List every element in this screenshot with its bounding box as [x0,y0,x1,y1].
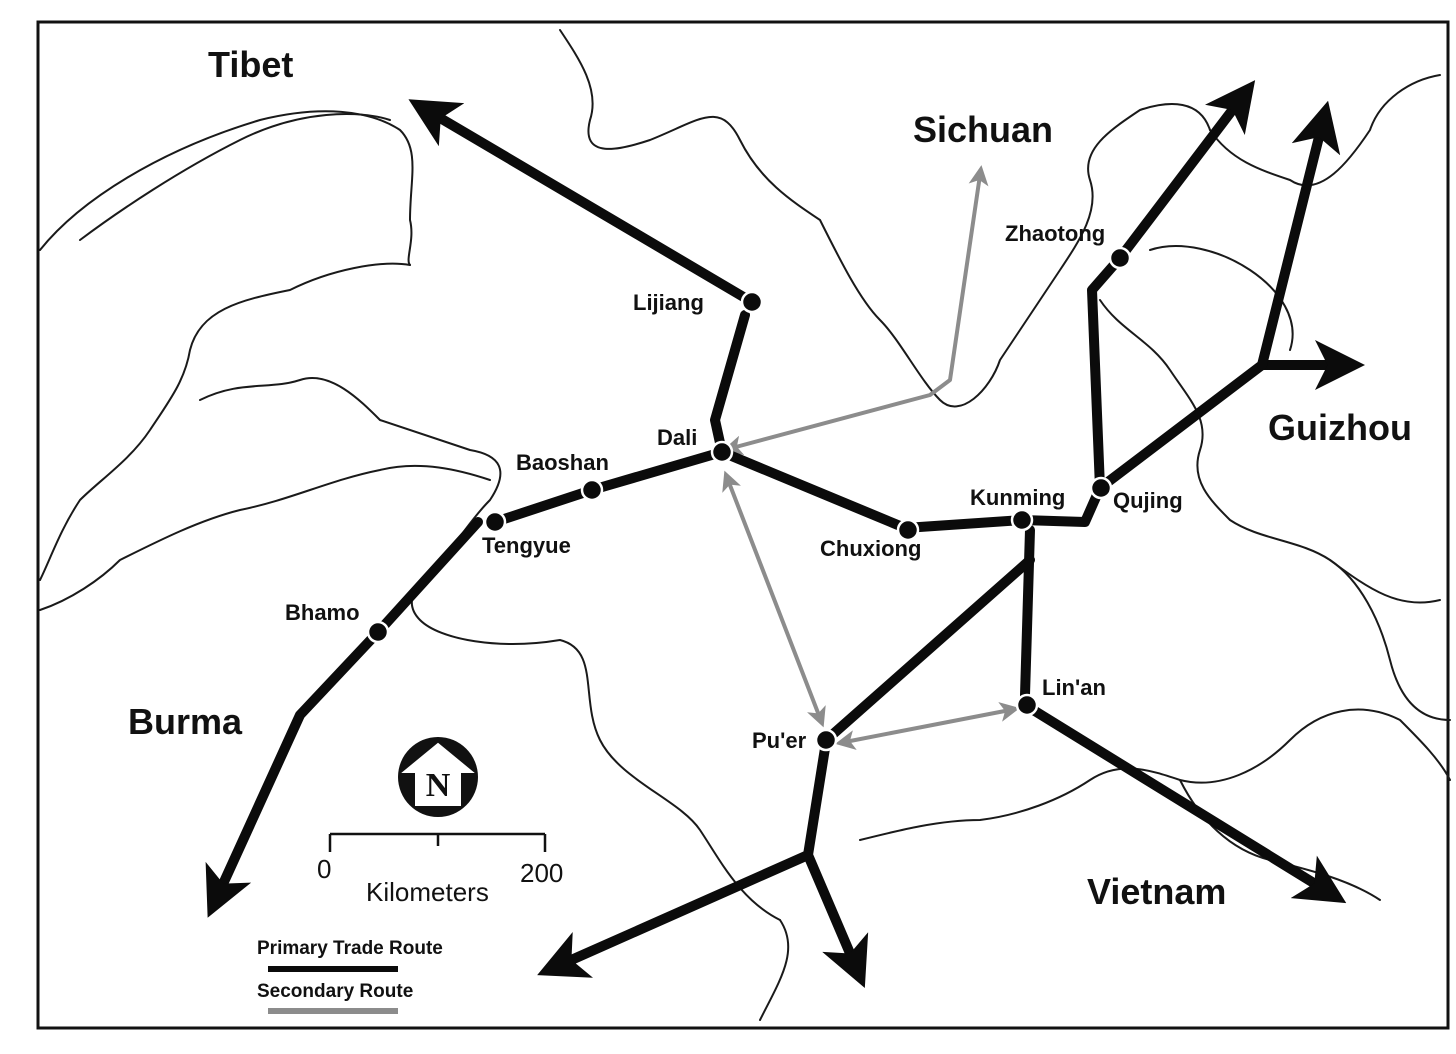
region-label-tibet: Tibet [208,44,293,85]
city-label-tengyue: Tengyue [482,533,571,558]
border-tibet-sichuan-west [79,113,391,241]
legend-primary-label: Primary Trade Route [257,938,443,959]
secondary-route-dali-sichuan [722,165,989,456]
city-labels: Lijiang Dali Baoshan Tengyue Bhamo Chuxi… [285,221,1183,753]
city-dot-baoshan [580,478,604,502]
map-frame [36,20,1450,1030]
city-dot-qujing [1089,476,1113,500]
primary-route-qujing-zhaotong [1087,80,1256,493]
city-label-puer: Pu'er [752,728,807,753]
secondary-route-dali-puer [722,470,826,728]
primary-route-puer-south [803,737,869,988]
region-label-sichuan: Sichuan [913,109,1053,150]
scale-bar-line [328,832,547,852]
city-label-dali: Dali [657,425,697,450]
city-dot-kunming [1010,508,1034,532]
border-yunnan-west [39,262,411,581]
city-dot-bhamo [366,620,390,644]
primary-route-puer-southwest [537,850,813,978]
border-burma-west [39,464,491,611]
region-label-vietnam: Vietnam [1087,871,1226,912]
primary-route-lijiang-tibet [408,99,757,307]
scale-bar: 0 200 Kilometers [317,832,563,907]
region-label-burma: Burma [128,701,243,742]
city-label-bhamo: Bhamo [285,600,360,625]
scale-unit-label: Kilometers [366,877,489,907]
scale-min-label: 0 [317,854,331,884]
primary-route-tengyue-burma [205,517,483,918]
region-labels: Tibet Sichuan Guizhou Burma Vietnam [128,44,1412,912]
border-guizhou-inner [1149,245,1294,351]
city-dot-linan [1015,693,1039,717]
primary-route-dali-lijiang [710,310,750,457]
primary-route-guizhou-north [1257,100,1341,370]
border-guizhou-west [1099,299,1441,604]
city-markers [366,246,1132,752]
city-label-baoshan: Baoshan [516,450,609,475]
north-compass: N [398,737,478,817]
city-label-kunming: Kunming [970,485,1065,510]
legend-secondary-label: Secondary Route [257,981,413,1002]
city-dot-tengyue [483,510,507,534]
city-label-zhaotong: Zhaotong [1005,221,1105,246]
scale-max-label: 200 [520,858,563,888]
city-dot-lijiang [740,290,764,314]
primary-route-linan-vietnam [1025,703,1347,904]
border-east-lower [1329,559,1451,721]
city-dot-puer [814,728,838,752]
secondary-route-puer-linan [835,702,1020,750]
secondary-routes [722,165,1020,750]
legend: Primary Trade Route Secondary Route [257,938,443,1014]
city-label-chuxiong: Chuxiong [820,536,921,561]
city-dot-chuxiong [896,518,920,542]
city-dot-dali [710,440,734,464]
primary-route-kunming-puer [827,555,1035,740]
border-tibet-north [39,110,414,266]
region-label-guizhou: Guizhou [1268,407,1412,448]
city-label-linan: Lin'an [1042,675,1106,700]
border-vietnam-west [759,919,790,1021]
border-vietnam-north [859,708,1451,841]
border-sichuan-yunnan [559,29,1211,408]
city-label-lijiang: Lijiang [633,290,704,315]
city-dot-zhaotong [1108,246,1132,270]
north-arrow-icon [401,742,475,806]
compass-letter: N [426,767,451,804]
city-label-qujing: Qujing [1113,488,1183,513]
border-sichuan-east [1209,74,1441,187]
